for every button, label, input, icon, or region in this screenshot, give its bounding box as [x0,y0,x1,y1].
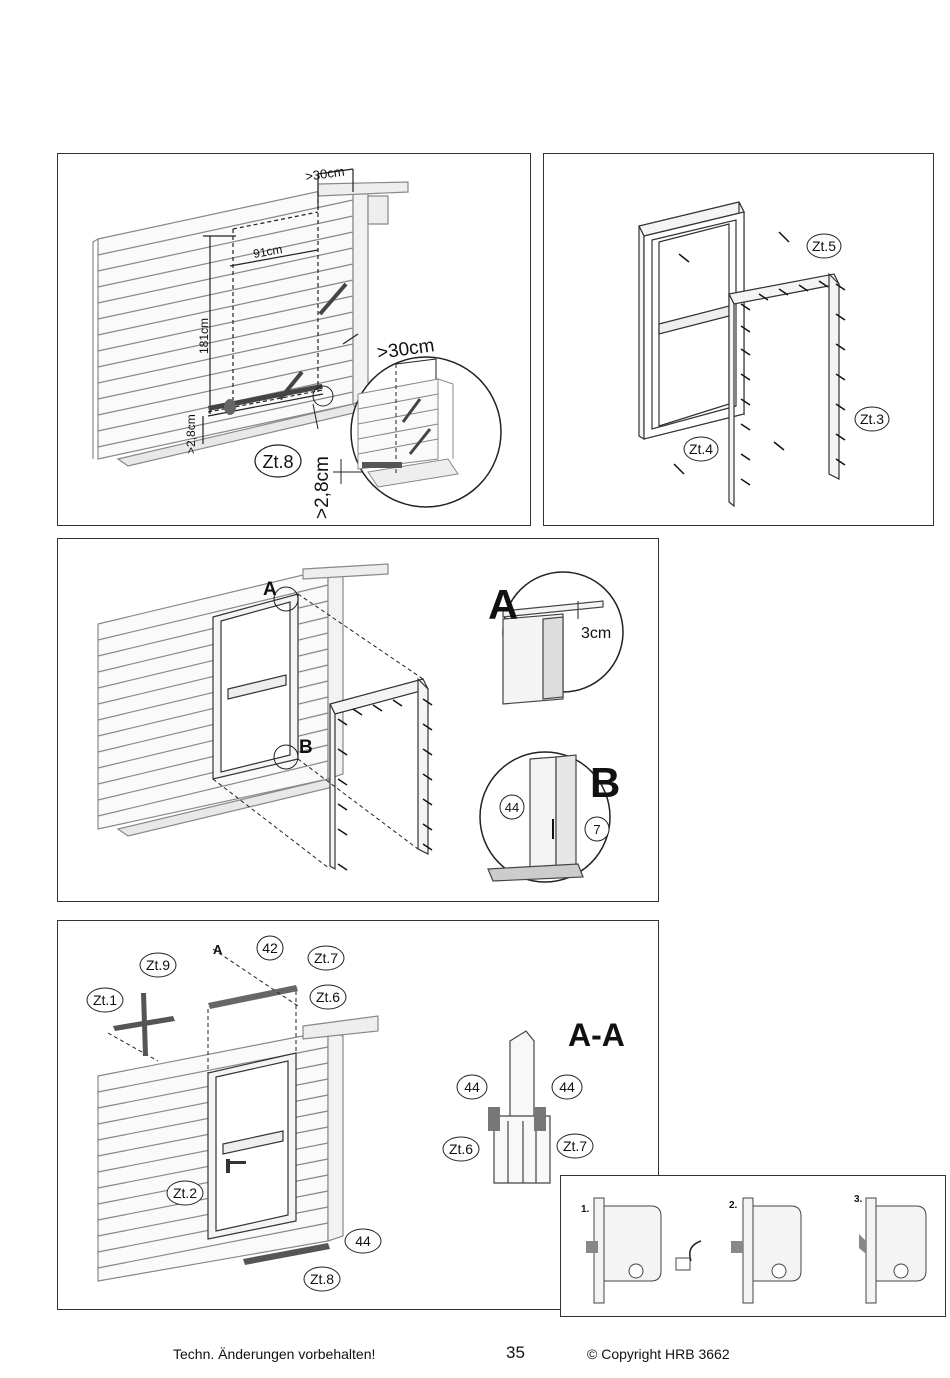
screw-icon [740,348,751,356]
lock-step-3-label: 3. [854,1194,863,1205]
screw-icon [337,748,348,756]
footer-copyright: © Copyright HRB 3662 [587,1346,730,1362]
part-zt6-label: Zt.6 [316,989,340,1005]
section-zt7-label: Zt.7 [563,1138,587,1154]
screw-icon [422,773,433,781]
lock-step-1-label: 1. [581,1204,590,1215]
screw-icon [740,423,751,431]
screw-icon [422,843,433,851]
part-44-label: 44 [355,1233,371,1249]
wall-plank-line [97,295,354,352]
detail-a-marker: A [263,579,277,600]
section-44-left-label: 44 [464,1079,480,1095]
screw-icon [422,723,433,731]
section-aa-title: A-A [568,1017,625,1053]
wall-plank-line [97,359,354,416]
panel-lock-steps: 1. 2. 3. [560,1175,946,1317]
section-zt6-label: Zt.6 [449,1141,473,1157]
screw-icon [337,863,348,871]
section-marker-label: A [213,942,223,957]
screw-icon [422,748,433,756]
wall-plank-line [97,343,354,400]
dim-height-label: 181cm [197,318,211,354]
wall-plank-line [97,231,354,288]
dim-top-label: >30cm [304,164,345,184]
dim-gap-label: >2,8cm [184,414,198,454]
screw-icon [740,453,751,461]
wall-plank-line [97,279,354,336]
section-44-right-label: 44 [559,1079,575,1095]
wall-plank-line [97,760,329,817]
screw-icon [422,798,433,806]
screw-icon [740,373,751,381]
dim-width-label: 91cm [252,242,283,261]
part-zt3-label: Zt.3 [860,411,884,427]
detail-b-marker: B [299,737,313,758]
screw-icon [740,478,751,486]
screw-icon [758,293,769,301]
screw-icon [337,803,348,811]
screw-icon [835,433,846,441]
screw-icon [835,373,846,381]
panel-casing-mounting: A B A 3cm B 44 7 [57,538,659,902]
panel-door-frame: Zt.5 Zt.3 Zt.4 [543,153,934,526]
screw-icon [337,828,348,836]
part-zt4-label: Zt.4 [689,441,713,457]
screw-icon [835,458,846,466]
screw-icon [372,704,383,712]
part-zt9-label: Zt.9 [146,957,170,973]
detail-b-title: B [590,759,620,806]
lock-steps-drawing: 1. 2. 3. [581,1194,927,1304]
panel-wall-dimensions: >30cm 91cm 181cm >2,8cm >30cm >2,8cm Zt.… [57,153,531,526]
screw-icon [740,303,751,311]
screw-icon [835,283,846,291]
screw-icon [740,325,751,333]
wall-plank-line [97,391,354,448]
part-zt2-label: Zt.2 [173,1185,197,1201]
part-zt8-label: Zt.8 [310,1271,334,1287]
screw-icon [352,708,363,716]
part-zt7-label: Zt.7 [314,950,338,966]
wall-plank-line [97,584,329,641]
part-42-label: 42 [262,940,278,956]
page-number: 35 [506,1343,525,1362]
screw-icon [740,398,751,406]
screw-icon [337,718,348,726]
screw-icon [835,343,846,351]
detail-a-dim: 3cm [581,625,611,642]
screw-icon [422,698,433,706]
zoom-gap-label: >2,8cm [312,456,333,519]
part-zt1-label: Zt.1 [93,992,117,1008]
detail-b-part-44: 44 [505,800,519,815]
screw-icon [392,699,403,707]
wall-plank-line [97,215,354,272]
screw-icon [778,288,789,296]
part-zt5-label: Zt.5 [812,238,836,254]
door-frame-drawing: Zt.5 Zt.3 Zt.4 [638,201,890,508]
screw-icon [818,280,829,288]
wall-plank-line [97,1222,329,1269]
footer-disclaimer: Techn. Änderungen vorbehalten! [173,1346,376,1362]
wall-plank-line [97,311,354,368]
wall-dimensions-drawing: >30cm 91cm 181cm >2,8cm >30cm >2,8cm Zt.… [92,164,502,519]
final-assembly-drawing: Zt.9 Zt.1 42 Zt.7 Zt.6 Zt.2 44 Zt.8 A A-… [86,935,625,1292]
casing-mounting-drawing: A B A 3cm B 44 7 [97,563,624,883]
screw-icon [422,823,433,831]
panel-final-assembly: Zt.9 Zt.1 42 Zt.7 Zt.6 Zt.2 44 Zt.8 A A-… [57,920,659,1310]
lock-step-2-label: 2. [729,1200,738,1211]
screw-icon [835,313,846,321]
screw-icon [798,284,809,292]
wall-plank-line [97,247,354,304]
detail-a-title: A [488,581,518,628]
detail-b-part-7: 7 [593,822,600,837]
screw-icon [835,403,846,411]
screw-icon [337,778,348,786]
wall-plank-line [97,199,354,256]
wall-plank-line [97,263,354,320]
wall-plank-line [97,327,354,384]
part-zt8-label: Zt.8 [262,452,293,472]
